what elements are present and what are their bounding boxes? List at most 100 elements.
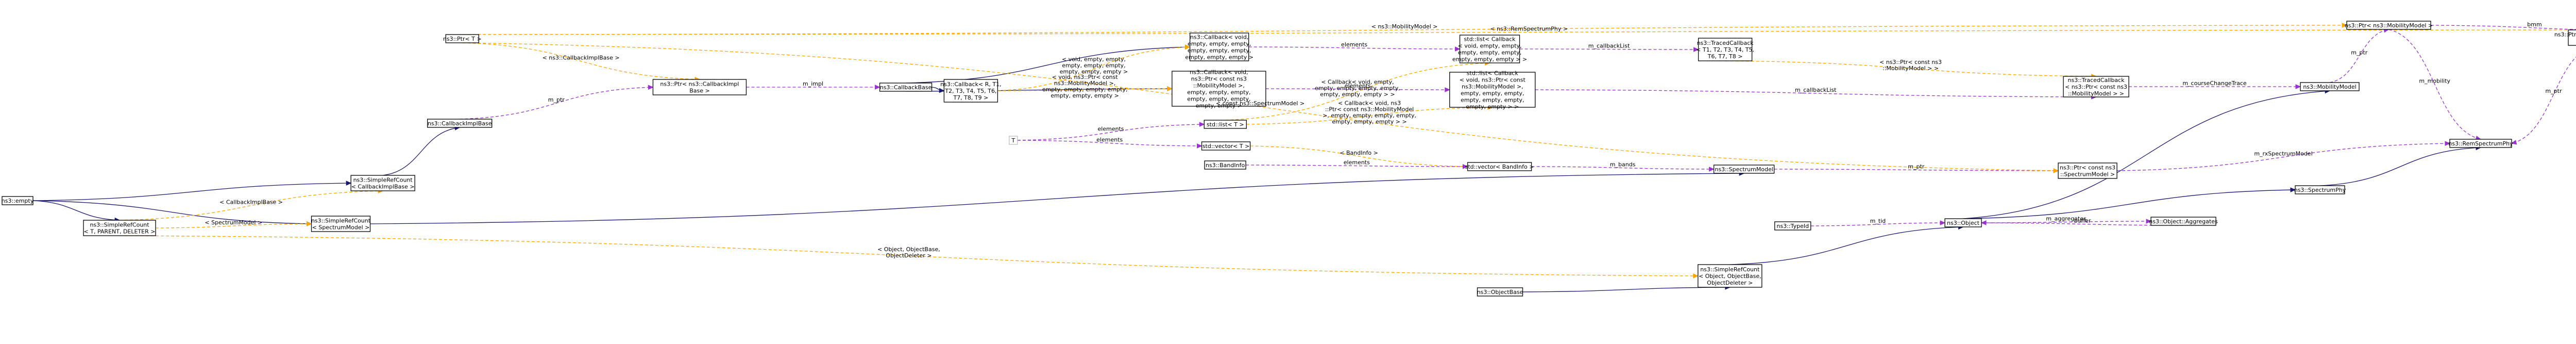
edge-label-const_sm_tpl: < const ns3::SpectrumModel > — [1216, 100, 1304, 107]
class-node-ptr-t[interactable]: ns3::Ptr< T > — [443, 34, 482, 43]
class-node-callback-mobility[interactable]: ns3::Callback< void,ns3::Ptr< const ns3:… — [1172, 69, 1266, 109]
edge-label-object_tpl: < Object, ObjectBase,ObjectDeleter > — [877, 246, 940, 259]
edge-label-ptr_rem_phy: < ns3::RemSpectrumPhy > — [1490, 26, 1568, 32]
edge-label-m_ptr_1: m_ptr — [2351, 50, 2368, 56]
edge-ptr_callback_impl-to-callback_base — [746, 85, 880, 90]
edge-label-m_bands: m_bands — [1610, 161, 1636, 168]
edge-label-m_courseChangeTrace: m_courseChangeTrace — [2182, 80, 2247, 87]
edge-ptr_t-to-ptr_mobility — [462, 23, 2348, 35]
class-node-list-callback-void[interactable]: std::list< Callback< void, empty, empty,… — [1452, 35, 1527, 63]
class-node-mobility-model[interactable]: ns3::MobilityModel — [2300, 82, 2360, 91]
class-node-label: ns3::Ptr< ns3::MobilityModel > — [2345, 22, 2433, 29]
edge-callback_base-to-callback_generic — [931, 87, 945, 93]
class-node-label: std::list< Callback< void, ns3::Ptr< con… — [1460, 70, 1526, 110]
class-node-label: ns3::empty — [2, 198, 34, 204]
edge-t-to-std_list_t — [1017, 122, 1205, 141]
edge-list_callback_void-to-traced_cb_generic — [1519, 47, 1699, 52]
class-node-label: ns3::Ptr< T > — [443, 36, 482, 42]
class-node-ptr-mobility[interactable]: ns3::Ptr< ns3::MobilityModel > — [2345, 21, 2433, 30]
class-node-callback-base[interactable]: ns3::CallbackBase — [879, 83, 933, 92]
edge-callback_base-to-callback_void — [906, 44, 1191, 84]
edge-label-elements_5: elements — [1344, 159, 1370, 166]
class-node-callback-impl-base[interactable]: ns3::CallbackImplBase — [427, 119, 493, 128]
edge-label-m_rxSpectrumModel: m_rxSpectrumModel — [2254, 151, 2312, 157]
edge-callback_generic-to-callback_void — [997, 44, 1191, 91]
class-node-label: std::list< Callback< void, empty, empty,… — [1452, 36, 1527, 63]
edge-simple_ref_cb-to-callback_impl_base — [383, 125, 461, 176]
edge-simple_ref_obj-to-object — [1730, 224, 1964, 265]
edge-label-cb_impl_base_tpl: < CallbackImplBase > — [219, 199, 283, 206]
class-node-std-list-t[interactable]: std::list< T > — [1204, 120, 1247, 129]
edge-label-elements_4: elements — [1096, 137, 1123, 143]
class-node-traced-cb-generic[interactable]: ns3::TracedCallback< T1, T2, T3, T4, T5,… — [1696, 38, 1754, 61]
edge-callback_void-to-list_callback_void — [1248, 46, 1461, 52]
class-node-callback-generic[interactable]: ns3::Callback< R, T1,T2, T3, T4, T5, T6,… — [940, 79, 1002, 103]
class-node-label: std::vector< T > — [1202, 143, 1249, 150]
class-node-band-info[interactable]: ns3::BandInfo — [1204, 160, 1246, 170]
edge-traced_cb_mobility-to-mobility_model — [2129, 84, 2301, 89]
class-node-spectrum-model[interactable]: ns3::SpectrumModel — [1713, 165, 1775, 174]
class-node-label: ns3::ObjectBase — [1477, 289, 1523, 296]
class-node-simple-ref-generic[interactable]: ns3::SimpleRefCount< T, PARENT, DELETER … — [83, 220, 156, 236]
edge-label-m_ptr_2: m_ptr — [2545, 88, 2562, 94]
class-node-label: ns3::Object::Aggregates — [2149, 218, 2218, 225]
class-node-ptr-rem-phy[interactable]: ns3::Ptr< ns3::RemSpectrumPhy > — [2554, 29, 2576, 46]
edge-t-to-std_vector_t — [1017, 140, 1202, 149]
edge-spectrum_phy-to-rem_spectrum_phy — [2319, 145, 2482, 186]
edge-label-m_tid: m_tid — [1870, 218, 1886, 224]
edge-ptr_t-to-ptr_spectrum_model — [462, 42, 2059, 173]
class-node-label: ns3::Ptr< const ns3::SpectrumModel > — [2060, 165, 2115, 178]
class-node-label: ns3::Object — [1947, 220, 1980, 226]
edge-ptr_t-to-ptr_rem_phy — [462, 29, 2576, 35]
class-node-type-id[interactable]: ns3::TypeId — [1774, 221, 1811, 231]
class-node-simple-ref-obj[interactable]: ns3::SimpleRefCount< Object, ObjectBase,… — [1698, 264, 1762, 288]
class-node-simple-ref-cb[interactable]: ns3::SimpleRefCount< CallbackImplBase > — [350, 175, 415, 191]
edge-label-buffer: buffer — [2074, 218, 2091, 224]
edge-label-m_impl: m_impl — [803, 80, 823, 87]
edge-label-m_ptr_3: m_ptr — [1908, 163, 1925, 170]
edge-callback_generic-to-callback_mobility — [997, 86, 1173, 91]
class-node-label: ns3::SpectrumPhy — [2294, 187, 2346, 193]
class-node-aggregates[interactable]: ns3::Object::Aggregates — [2149, 217, 2218, 226]
edge-label-m_callbackList_1: m_callbackList — [1588, 43, 1630, 50]
class-node-traced-cb-mobility[interactable]: ns3::TracedCallback< ns3::Ptr< const ns3… — [2063, 76, 2129, 97]
class-node-label: ns3::Ptr< ns3::RemSpectrumPhy > — [2554, 31, 2576, 45]
class-node-spectrum-phy[interactable]: ns3::SpectrumPhy — [2294, 185, 2346, 194]
class-node-ptr-spectrum-model[interactable]: ns3::Ptr< const ns3::SpectrumModel > — [2058, 162, 2117, 179]
class-node-label: std::list< T > — [1207, 121, 1244, 128]
class-node-vector-bandinfo[interactable]: std::vector< BandInfo > — [1465, 162, 1534, 171]
edge-ptr_spectrum_model-to-rem_spectrum_phy — [2116, 141, 2451, 171]
edge-label-cb_impl_base: < ns3::CallbackImplBase > — [543, 55, 620, 61]
class-node-simple-ref-sm[interactable]: ns3::SimpleRefCount< SpectrumModel > — [311, 216, 371, 232]
class-node-label: ns3::TracedCallback< T1, T2, T3, T4, T5,… — [1696, 40, 1754, 60]
class-node-t[interactable]: T — [1009, 136, 1018, 145]
class-node-label: ns3::TracedCallback< ns3::Ptr< const ns3… — [2065, 77, 2127, 97]
edge-simple_ref_sm-to-spectrum_model — [370, 171, 1745, 224]
class-node-label: ns3::SimpleRefCount< CallbackImplBase > — [351, 177, 415, 190]
class-node-label: ns3::SimpleRefCount< SpectrumModel > — [311, 218, 371, 231]
edge-label-elements_2: elements — [1345, 83, 1371, 89]
class-node-label: ns3::Callback< R, T1,T2, T3, T4, T5, T6,… — [940, 81, 1001, 101]
class-node-object[interactable]: ns3::Object — [1944, 218, 1982, 227]
edge-label-cb_list_tpl: < Callback< void, empty,empty, empty, em… — [1315, 79, 1400, 98]
edge-object-to-aggregates — [1981, 219, 2152, 224]
edge-label-ptr_mobility: < ns3::MobilityModel > — [1371, 23, 1438, 30]
edge-label-cb_void_tpl: < void, empty, empty,empty, empty, empty… — [1060, 56, 1128, 75]
class-node-label: ns3::Callback< void,ns3::Ptr< const ns3:… — [1187, 69, 1250, 109]
class-node-rem-spectrum-phy[interactable]: ns3::RemSpectrumPhy — [2448, 139, 2513, 148]
edge-label-elements_3: elements — [1098, 126, 1124, 133]
edge-vector_bandinfo-to-spectrum_model — [1531, 166, 1715, 172]
edge-simple_ref_generic-to-simple_ref_sm — [156, 221, 312, 228]
class-node-label: ns3::CallbackImplBase — [428, 120, 492, 127]
edge-label-bandinfo_tpl: < BandInfo > — [1340, 150, 1378, 156]
class-node-list-callback-mobility[interactable]: std::list< Callback< void, ns3::Ptr< con… — [1449, 70, 1536, 110]
class-node-object-base[interactable]: ns3::ObjectBase — [1477, 287, 1523, 297]
edge-type_id-to-object — [1810, 220, 1946, 226]
class-node-callback-void[interactable]: ns3::Callback< void,empty, empty, empty,… — [1185, 32, 1253, 61]
class-node-label: ns3::SpectrumModel — [1715, 166, 1773, 173]
class-node-empty[interactable]: ns3::empty — [2, 196, 34, 205]
class-node-std-vector-t[interactable]: std::vector< T > — [1201, 141, 1251, 151]
